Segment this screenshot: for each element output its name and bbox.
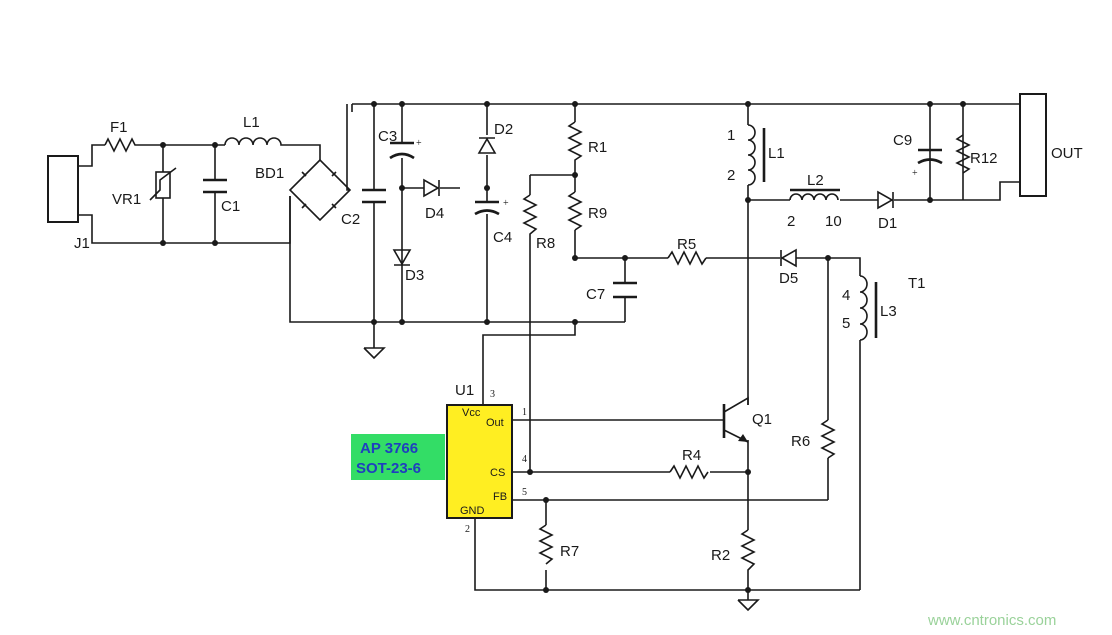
label-l1-transformer: L1 — [768, 145, 785, 162]
svg-text:+: + — [912, 168, 918, 179]
label-r5: R5 — [677, 236, 696, 253]
label-r7: R7 — [560, 543, 579, 560]
diode-d2 — [477, 137, 497, 154]
resistor-r12 — [955, 134, 971, 174]
label-r9: R9 — [588, 205, 607, 222]
component-labels: F1 L1 VR1 C1 J1 BD1 C2 C3 D2 D4 D3 C4 R1… — [74, 114, 1083, 564]
ic-pin-fb: FB — [493, 491, 507, 503]
pin-u1-5: 5 — [522, 487, 527, 498]
fuse-f1 — [104, 137, 137, 153]
wires — [78, 103, 1020, 600]
svg-text:+: + — [416, 138, 422, 149]
pin-u1-2: 2 — [465, 524, 470, 535]
watermark: www.cntronics.com — [927, 612, 1056, 629]
pin-l3-4: 4 — [842, 287, 850, 304]
label-c4: C4 — [493, 229, 512, 246]
diode-d5 — [780, 248, 797, 268]
resistor-r5 — [667, 250, 707, 266]
transistor-q1 — [722, 396, 749, 443]
label-r8: R8 — [536, 235, 555, 252]
ic-pin-cs: CS — [490, 467, 505, 479]
pin-u1-1: 1 — [522, 407, 527, 418]
transformer-winding-l1 — [747, 124, 766, 186]
label-d3: D3 — [405, 267, 424, 284]
ground-symbol-sense — [737, 599, 760, 612]
ic-u1-body — [446, 404, 513, 519]
label-u1: U1 — [455, 382, 474, 399]
resistor-r7 — [538, 524, 554, 565]
resistor-r2 — [740, 529, 756, 576]
capacitor-c3: + — [389, 138, 422, 160]
diode-d3 — [392, 249, 412, 266]
capacitor-c2 — [362, 188, 386, 204]
label-d1: D1 — [878, 215, 897, 232]
ic-pin-out: Out — [486, 417, 504, 429]
resistor-r4 — [669, 464, 709, 480]
label-bd1: BD1 — [255, 165, 284, 182]
label-vr1: VR1 — [112, 191, 141, 208]
label-r12: R12 — [970, 150, 998, 167]
label-l3: L3 — [880, 303, 897, 320]
resistor-r6 — [820, 419, 836, 459]
label-r2: R2 — [711, 547, 730, 564]
pin-l1-1: 1 — [727, 127, 735, 144]
label-c2: C2 — [341, 211, 360, 228]
ic-pin-vcc: Vcc — [462, 407, 481, 419]
label-l2: L2 — [807, 172, 824, 189]
ic-pin-gnd: GND — [460, 505, 485, 517]
capacitor-c7 — [613, 281, 637, 299]
capacitor-c9: + — [912, 148, 943, 179]
pin-l2-2: 2 — [787, 213, 795, 230]
label-r6: R6 — [791, 433, 810, 450]
resistor-r9 — [567, 191, 583, 231]
label-c7: C7 — [586, 286, 605, 303]
output-connector — [1019, 93, 1047, 197]
junctions — [160, 101, 966, 593]
ground-symbol-primary — [363, 347, 386, 360]
input-connector-j1 — [47, 155, 79, 223]
label-d4: D4 — [425, 205, 444, 222]
pin-l1-2: 2 — [727, 167, 735, 184]
label-r1: R1 — [588, 139, 607, 156]
label-out: OUT — [1051, 145, 1083, 162]
chip-part-number: AP 3766 — [360, 440, 418, 457]
transformer-winding-l3 — [859, 275, 878, 341]
label-l1-input: L1 — [243, 114, 260, 131]
label-q1: Q1 — [752, 411, 772, 428]
capacitor-c4: + — [474, 198, 509, 216]
diode-d1 — [877, 190, 894, 210]
resistor-r1 — [567, 121, 583, 168]
inductor-l2 — [789, 188, 840, 201]
capacitor-c1 — [203, 178, 227, 194]
label-d2: D2 — [494, 121, 513, 138]
label-r4: R4 — [682, 447, 701, 464]
label-c3: C3 — [378, 128, 397, 145]
inductor-l1-input — [224, 137, 283, 146]
svg-text:+: + — [503, 198, 509, 209]
label-t1: T1 — [908, 275, 926, 292]
bridge-rectifier-bd1 — [288, 158, 352, 222]
label-j1: J1 — [74, 235, 90, 252]
ic-pin-names: Vcc Out CS FB GND — [460, 407, 507, 517]
chip-package: SOT-23-6 — [356, 460, 421, 477]
label-d5: D5 — [779, 270, 798, 287]
label-c1: C1 — [221, 198, 240, 215]
varistor-vr1 — [149, 167, 177, 201]
pin-numbers: 1 2 2 10 4 5 3 1 4 5 2 — [465, 127, 850, 535]
chip-label-box — [351, 434, 445, 480]
pin-u1-3: 3 — [490, 389, 495, 400]
pin-l2-10: 10 — [825, 213, 842, 230]
diode-d4 — [423, 178, 440, 198]
label-c9: C9 — [893, 132, 912, 149]
resistor-r8 — [522, 194, 538, 240]
label-f1: F1 — [110, 119, 128, 136]
pin-u1-4: 4 — [522, 454, 527, 465]
pin-l3-5: 5 — [842, 315, 850, 332]
